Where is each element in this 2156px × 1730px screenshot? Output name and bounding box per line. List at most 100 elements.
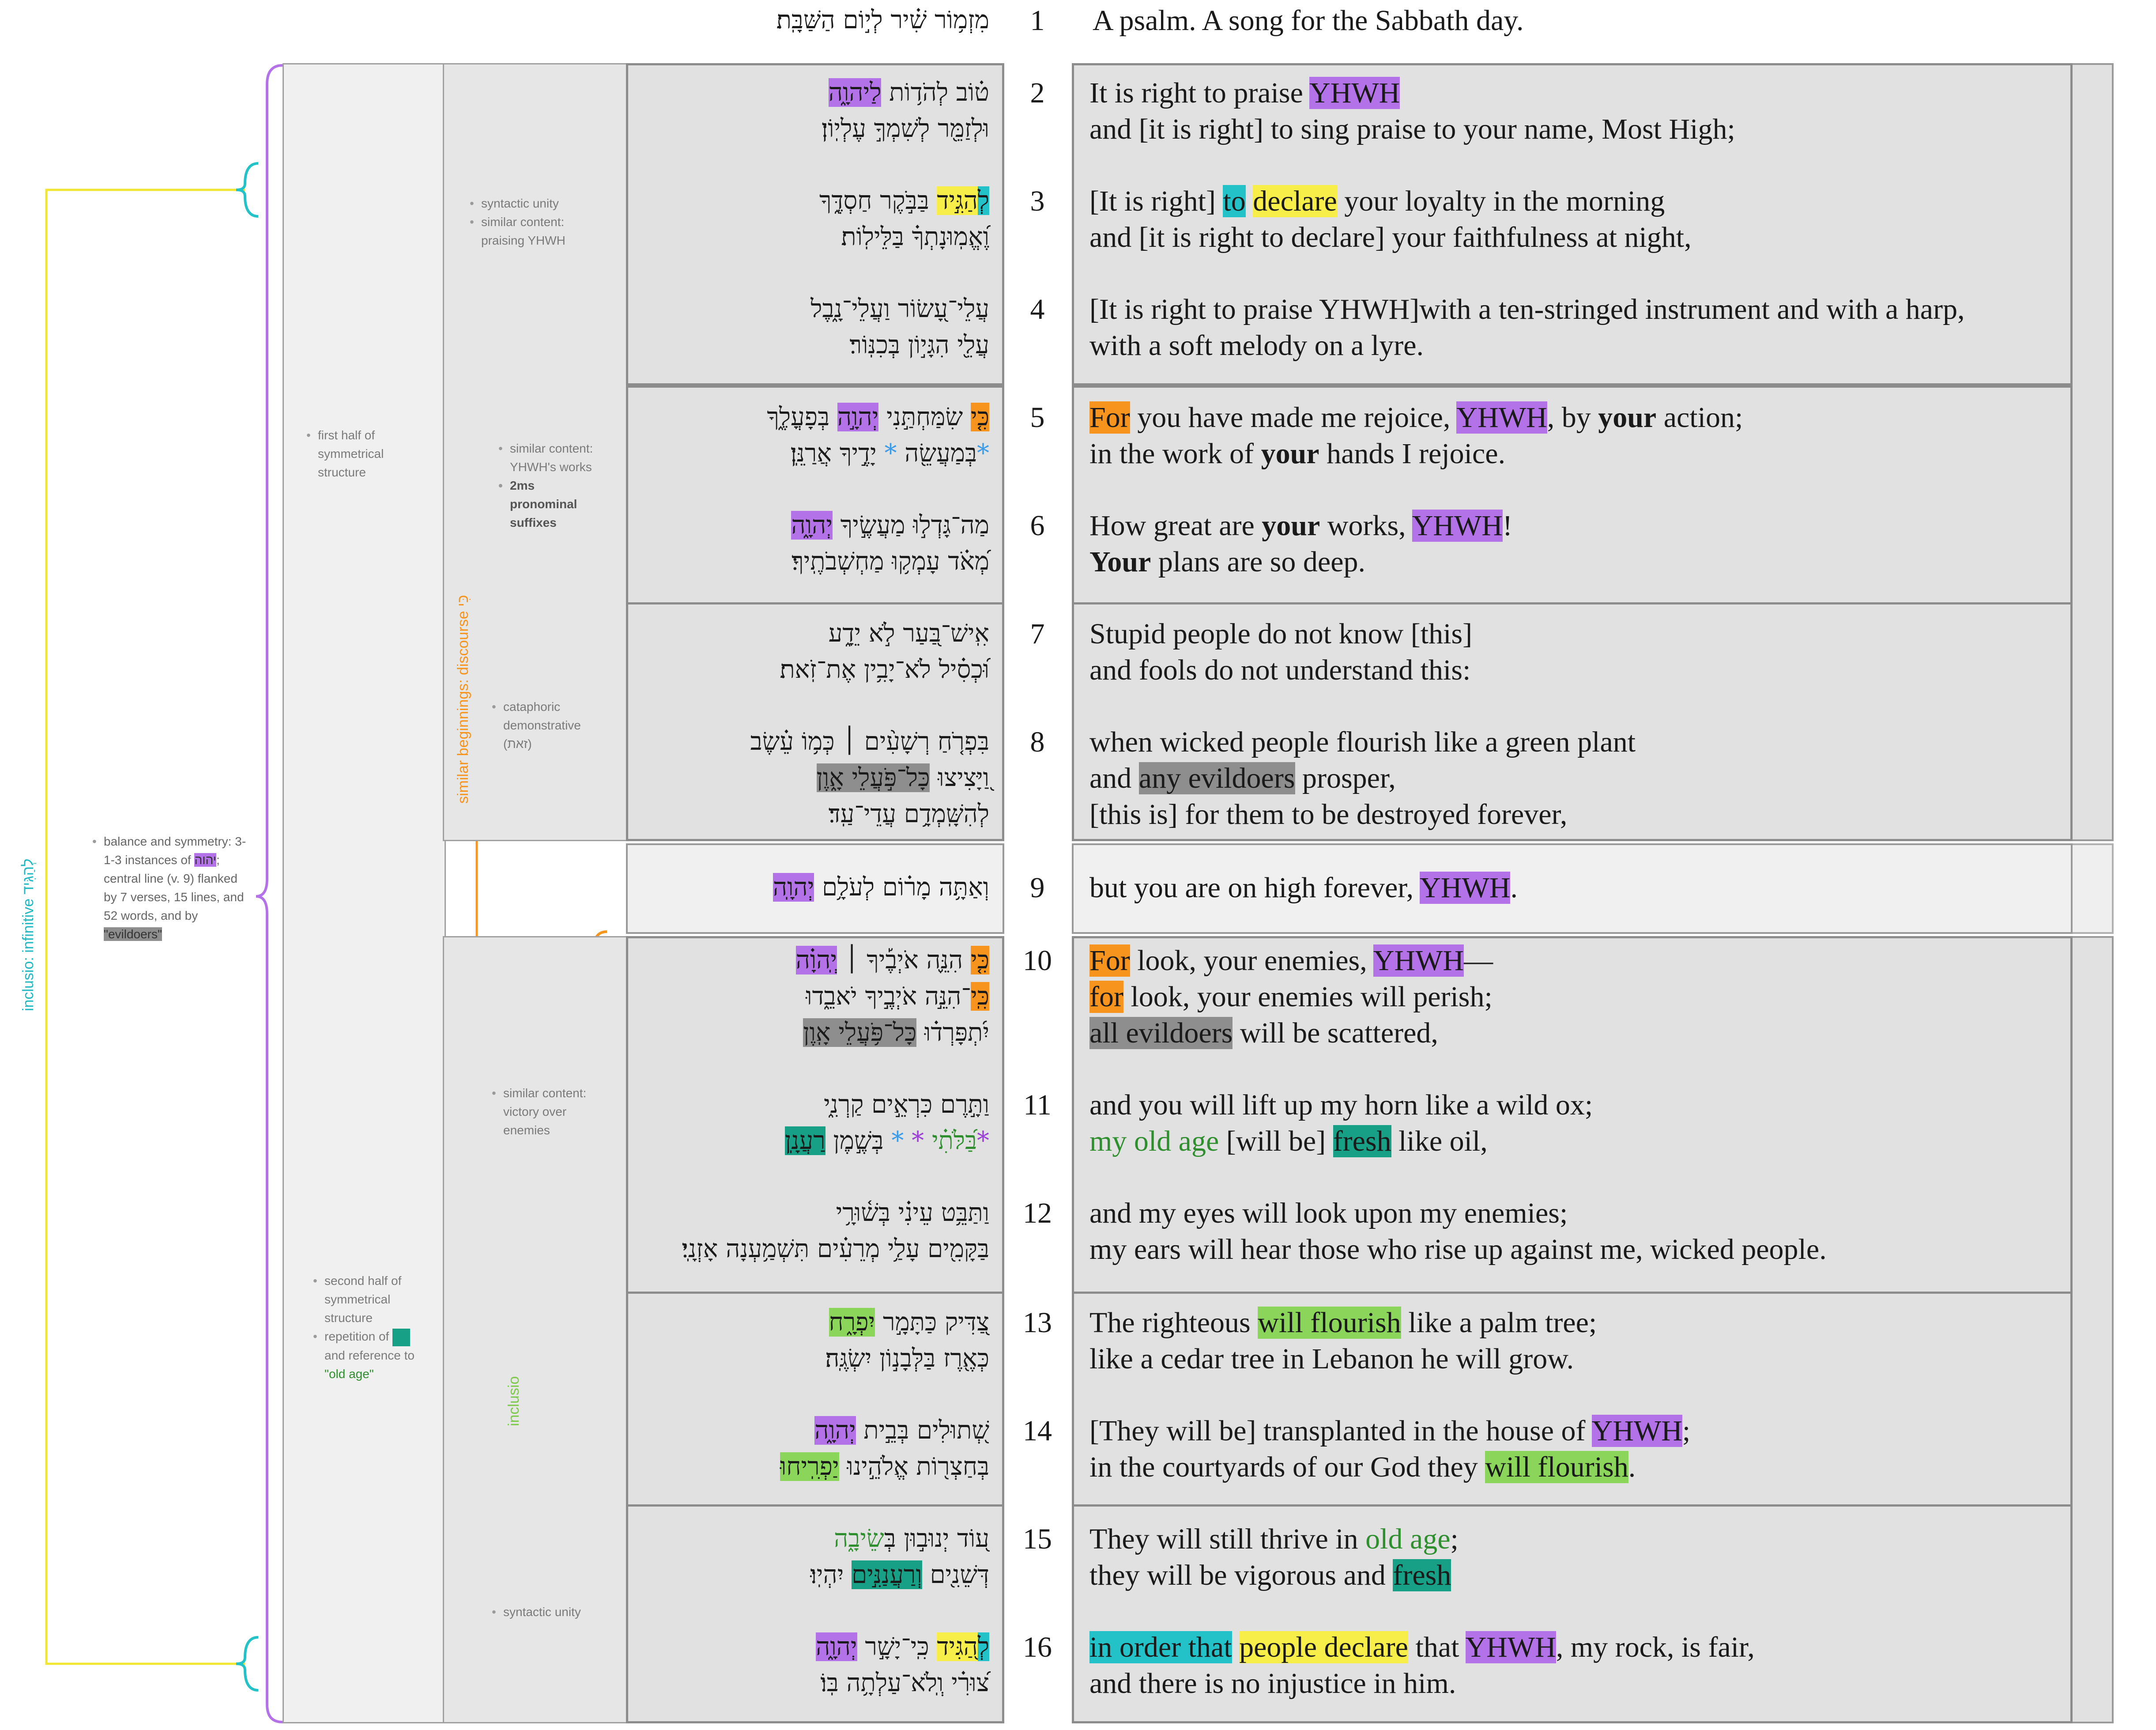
eng-8-1: when wicked people flourish like a green…	[1089, 726, 1636, 758]
eng-7-2: and fools do not understand this:	[1089, 654, 1471, 686]
verse-number-1: 1	[1030, 4, 1045, 37]
teal-swatch	[392, 1328, 411, 1346]
eng-4-2: with a soft melody on a lyre.	[1089, 329, 1424, 362]
heb-13-2: כְּאֶ֖רֶז בַּלְּבָנ֣וֹן יִשְׂגֶּֽה׃	[825, 1344, 989, 1373]
heb-verse-1: מִזְמ֥וֹר שִׁ֗יר לְי֣וֹם הַשַּׁבָּֽת׃	[776, 6, 989, 34]
heb-15-2: דְּשֵׁנִ֖ים וְרַעֲנַנִּ֣ים יִהְיֽוּ׃	[810, 1560, 989, 1589]
heb-5-1: כִּ֤י שִׂמַּחְתַּ֣נִי יְהוָ֣ה בְּפָעֳלֶ֑…	[767, 403, 989, 431]
heb-3-1: לְהַגִּ֣יד בַּבֹּ֣קֶר חַסְדֶּ֑ךָ	[819, 186, 989, 215]
eng-16-1: in order that people declare that YHWH, …	[1089, 1631, 1755, 1663]
verse-number-14: 14	[1023, 1415, 1052, 1447]
eng-panel-v15-16	[1072, 1504, 2073, 1723]
heb-6-2: מְ֝אֹ֗ד עָמְק֥וּ מַחְשְׁבֹתֶֽיךָ׃	[792, 547, 989, 576]
english-column: It is right to praise YHWH and [it is ri…	[1072, 0, 2073, 1730]
eng-13-1: The righteous will flourish like a palm …	[1089, 1307, 1597, 1339]
heb-9-1: וְאַתָּ֥ה מָר֗וֹם לְעֹלָ֥ם יְהוָֽה׃	[773, 873, 989, 902]
heb-panel-v15-16	[626, 1504, 1004, 1723]
verse-number-10: 10	[1023, 944, 1052, 977]
verse-number-5: 5	[1030, 401, 1045, 434]
heb-11-1: וַתָּ֣רֶם כִּרְאֵ֣ים קַרְנִ֑י	[823, 1090, 989, 1119]
heb-11-2: *בַּ֝לֹּתִ֗י * * בְּשֶׁ֣מֶן רַעֲנָֽן׃	[784, 1126, 989, 1155]
heb-14-1: שְׁ֭תוּלִים בְּבֵ֣ית יְהוָ֑ה	[814, 1416, 989, 1445]
verse-number-2: 2	[1030, 77, 1045, 109]
heb-12-1: וַתַּבֵּ֥ט עֵינִ֗י בְּשׁ֫וּרָ֥י	[836, 1198, 989, 1227]
heb-15-1: ע֭וֹד יְנוּב֣וּן בְּשֵׂיבָ֑ה	[834, 1524, 989, 1553]
eng-11-1: and you will lift up my horn like a wild…	[1089, 1089, 1593, 1121]
eng-12-2: my ears will hear those who rise up agai…	[1089, 1233, 1827, 1265]
heb-10-3: יִ֝תְפָּרְד֗וּ כָּל־פֹּ֥עֲלֵי אָֽוֶן׃	[803, 1018, 989, 1047]
heb-16-2: צ֝וּרִ֗י וְֽלֹא־עַלְתָ֥ה בּֽוֹ׃	[820, 1669, 989, 1697]
heb-panel-v7-8	[626, 602, 1004, 841]
heb-6-1: מַה־גָּדְל֣וּ מַעֲשֶׂ֣יךָ יְהוָ֑ה	[791, 511, 989, 540]
heb-10-1: כִּ֤י הִנֵּ֪ה אֹיְבֶ֡יךָ ׀ יְֽהוָ֗ה	[795, 946, 989, 975]
note-first-half: first half of symmetrical structure	[305, 426, 419, 482]
eng-15-2: they will be vigorous and fresh	[1089, 1559, 1451, 1591]
purple-brace	[256, 64, 283, 1723]
heb-4-2: עֲלֵ֖י הִגָּי֣וֹן בְּכִנּֽוֹר׃	[849, 331, 989, 359]
right-trailing-mid	[2070, 843, 2114, 934]
verse-number-11: 11	[1023, 1089, 1052, 1121]
note-second-half: second half of symmetrical structure rep…	[311, 1272, 419, 1383]
label-similar-beginnings: similar beginnings: discourse כִּי	[455, 595, 471, 804]
eng-panel-v2-4	[1072, 63, 2073, 385]
eng-6-1: How great are your works, YHWH!	[1089, 510, 1512, 542]
heb-7-1: אִֽישׁ־בַּ֭עַר לֹ֣א יֵדָ֑ע	[828, 619, 989, 648]
eng-13-2: like a cedar tree in Lebanon he will gro…	[1089, 1343, 1574, 1375]
heb-2-2: וּלְזַמֵּ֖ר לְשִׁמְךָ֣ עֶלְיֽוֹן׃	[821, 114, 989, 143]
verse-number-4: 4	[1030, 293, 1045, 325]
heb-14-2: בְּחַצְר֖וֹת אֱלֹהֵ֣ינוּ יַפְרִֽיחוּ׃	[780, 1452, 989, 1481]
note-syntactic-unity-2: syntactic unity	[490, 1603, 605, 1621]
right-trailing-bottom	[2070, 936, 2114, 1723]
heb-5-2: *בְּמַעֲשֵׂ֖ה * יָדֶ֣יךָ אֲרַנֵּֽן׃	[790, 439, 989, 468]
verse-number-3: 3	[1030, 185, 1045, 217]
verse-number-16: 16	[1023, 1631, 1052, 1663]
eng-panel-v5-6	[1072, 385, 2073, 604]
eng-16-2: and there is no injustice in him.	[1089, 1667, 1456, 1700]
heb-12-2: בַּקָּמִ֖ים עָלַ֥י מְרֵעִ֗ים תִּשְׁמַ֥עְ…	[682, 1235, 989, 1263]
eng-4-1: [It is right to praise YHWH]with a ten-s…	[1089, 293, 1965, 325]
teal-brace-top	[236, 162, 259, 218]
eng-15-1: They will still thrive in old age;	[1089, 1523, 1459, 1555]
heb-panel-v9	[626, 843, 1004, 934]
heb-7-2: וּ֝כְסִ֗יל לֹא־יָבִ֥ין אֶת־זֹֽאת׃	[780, 655, 989, 684]
eng-8-3: [this is] for them to be destroyed forev…	[1089, 798, 1568, 831]
eng-panel-v9	[1072, 843, 2073, 934]
eng-panel-v10-12	[1072, 936, 2073, 1294]
eng-2-2: and [it is right] to sing praise to your…	[1089, 113, 1735, 145]
note-similar-works: similar content: YHWH's works 2ms pronom…	[497, 439, 605, 532]
eng-panel-v7-8	[1072, 602, 2073, 841]
heb-8-2: וַ֭יָּצִיצוּ כָּל־פֹּ֣עֲלֵי אָ֑וֶן	[816, 763, 989, 792]
verse-number-13: 13	[1023, 1307, 1052, 1339]
verse-number-8: 8	[1030, 726, 1045, 758]
heb-10-2: כִּֽי־הִנֵּ֣ה אֹיְבֶ֣יךָ יֹאבֵ֑דוּ	[806, 982, 989, 1011]
note-syntactic-unity-1: syntactic unity similar content: praisin…	[468, 194, 596, 250]
yellow-inclusio-line	[45, 189, 245, 1665]
eng-10-1: For look, your enemies, YHWH—	[1089, 944, 1493, 977]
heb-4-1: עֲלֵי־עָ֭שׂוֹר וַעֲלֵי־נָ֑בֶל	[810, 295, 989, 323]
eng-3-2: and [it is right to declare] your faithf…	[1089, 221, 1692, 253]
eng-7-1: Stupid people do not know [this]	[1089, 618, 1473, 650]
eng-verse-1: A psalm. A song for the Sabbath day.	[1093, 4, 1524, 37]
eng-5-2: in the work of your hands I rejoice.	[1089, 438, 1506, 470]
eng-14-1: [They will be] transplanted in the house…	[1089, 1415, 1691, 1447]
heb-panel-v10-12	[626, 936, 1004, 1294]
eng-14-2: in the courtyards of our God they will f…	[1089, 1451, 1636, 1483]
outer-col	[283, 63, 446, 1723]
note-victory: similar content: victory over enemies	[490, 1084, 605, 1140]
eng-12-1: and my eyes will look upon my enemies;	[1089, 1197, 1568, 1229]
eng-3-1: [It is right] to declare your loyalty in…	[1089, 185, 1665, 217]
note-cataphoric: cataphoric demonstrative (זאת)	[490, 698, 605, 753]
note-balance-symmetry: balance and symmetry: 3-1-3 instances of…	[90, 832, 249, 944]
verse-number-9: 9	[1030, 872, 1045, 904]
eng-5-1: For you have made me rejoice, YHWH, by y…	[1089, 401, 1743, 434]
right-trailing-top	[2070, 63, 2114, 841]
eng-9-1: but you are on high forever, YHWH.	[1089, 872, 1518, 904]
label-inclusio: inclusio	[505, 1376, 522, 1426]
eng-11-2: my old age [will be] fresh like oil,	[1089, 1125, 1488, 1157]
heb-16-1: לְהַ֭גִּיד כִּֽי־יָשָׁ֣ר יְהוָ֑ה	[816, 1632, 989, 1661]
verse-number-12: 12	[1023, 1197, 1052, 1229]
eng-2-1: It is right to praise YHWH	[1089, 77, 1400, 109]
heb-8-1: בִּפְרֹ֤חַ רְשָׁעִ֨ים ׀ כְּמ֥וֹ עֵ֗שֶׂב	[750, 727, 989, 756]
verse-number-15: 15	[1023, 1523, 1052, 1555]
label-inclusio-infinitive: inclusio: infinitive לְהַגִּיד	[20, 858, 37, 1012]
